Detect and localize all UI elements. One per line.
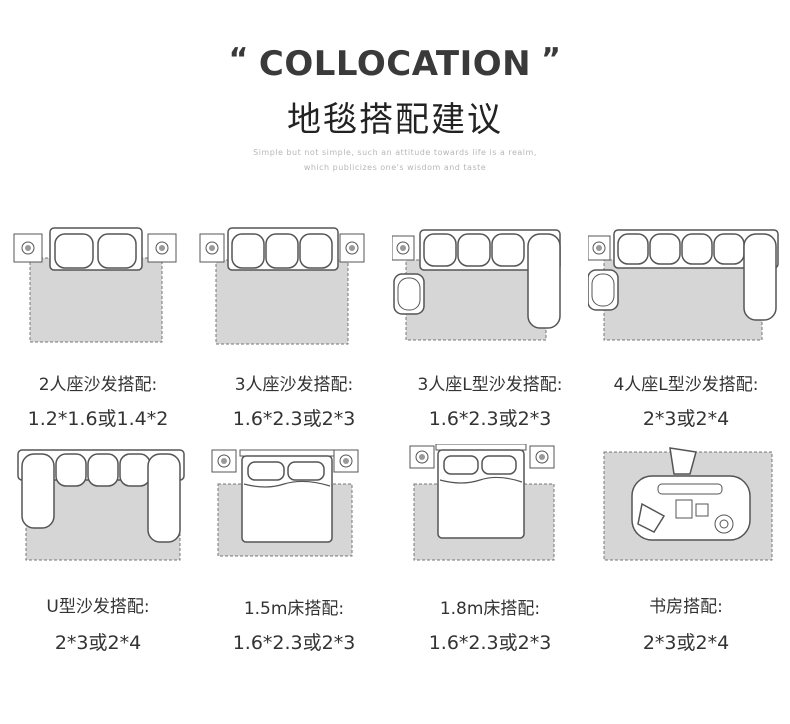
- item-size: 1.6*2.3或2*3: [428, 632, 552, 654]
- item-size: 1.2*1.6或1.4*2: [27, 408, 169, 430]
- tagline-line-2: which publicizes one's wisdom and taste: [303, 163, 487, 172]
- header: “ COLLOCATION ” 地毯搭配建议 Simple but not simp…: [0, 0, 790, 190]
- item-label: 1.8m床搭配:: [439, 599, 541, 619]
- item-study: 书房搭配: 2*3或2*4: [588, 444, 784, 659]
- item-size: 1.6*2.3或2*3: [232, 632, 356, 654]
- item-3-seat-sofa: 3人座沙发搭配: 1.6*2.3或2*3: [196, 220, 392, 435]
- diagram-2-seat-sofa: [13, 227, 177, 343]
- item-label: 3人座L型沙发搭配:: [417, 375, 563, 395]
- item-size: 2*3或2*4: [642, 408, 730, 430]
- headline-title: COLLOCATION: [258, 44, 532, 84]
- open-quote: “: [228, 42, 249, 77]
- item-1-8m-bed: 1.8m床搭配: 1.6*2.3或2*3: [392, 444, 588, 659]
- item-label: 书房搭配:: [649, 597, 723, 617]
- item-size: 2*3或2*4: [642, 632, 730, 654]
- diagram-1-5m-bed: [211, 449, 359, 557]
- item-2-seat-sofa: 2人座沙发搭配: 1.2*1.6或1.4*2: [0, 220, 196, 435]
- item-3-seat-l-sofa: 3人座L型沙发搭配: 1.6*2.3或2*3: [392, 220, 588, 435]
- tagline-line-1: Simple but not simple, such an attitude …: [253, 148, 537, 157]
- page-subtitle: 地毯搭配建议: [287, 100, 503, 140]
- item-label: 1.5m床搭配:: [243, 599, 345, 619]
- item-4-seat-l-sofa: 4人座L型沙发搭配: 2*3或2*4: [588, 220, 784, 435]
- diagram-3-seat-l-sofa: [392, 229, 561, 341]
- item-label: U型沙发搭配:: [46, 597, 150, 617]
- headline: “ COLLOCATION ”: [0, 42, 790, 84]
- diagram-study: [603, 447, 773, 561]
- item-label: 3人座沙发搭配:: [234, 375, 354, 395]
- diagram-u-sofa: [17, 449, 185, 561]
- item-1-5m-bed: 1.5m床搭配: 1.6*2.3或2*3: [196, 444, 392, 659]
- item-label: 4人座L型沙发搭配:: [613, 375, 759, 395]
- close-quote: ”: [541, 42, 562, 77]
- item-u-sofa: U型沙发搭配: 2*3或2*4: [0, 444, 196, 659]
- diagram-3-seat-sofa: [199, 227, 365, 345]
- item-label: 2人座沙发搭配:: [38, 375, 158, 395]
- diagram-4-seat-l-sofa: [588, 229, 779, 341]
- item-size: 2*3或2*4: [54, 632, 142, 654]
- item-size: 1.6*2.3或2*3: [428, 408, 552, 430]
- diagram-1-8m-bed: [409, 444, 555, 561]
- item-size: 1.6*2.3或2*3: [232, 408, 356, 430]
